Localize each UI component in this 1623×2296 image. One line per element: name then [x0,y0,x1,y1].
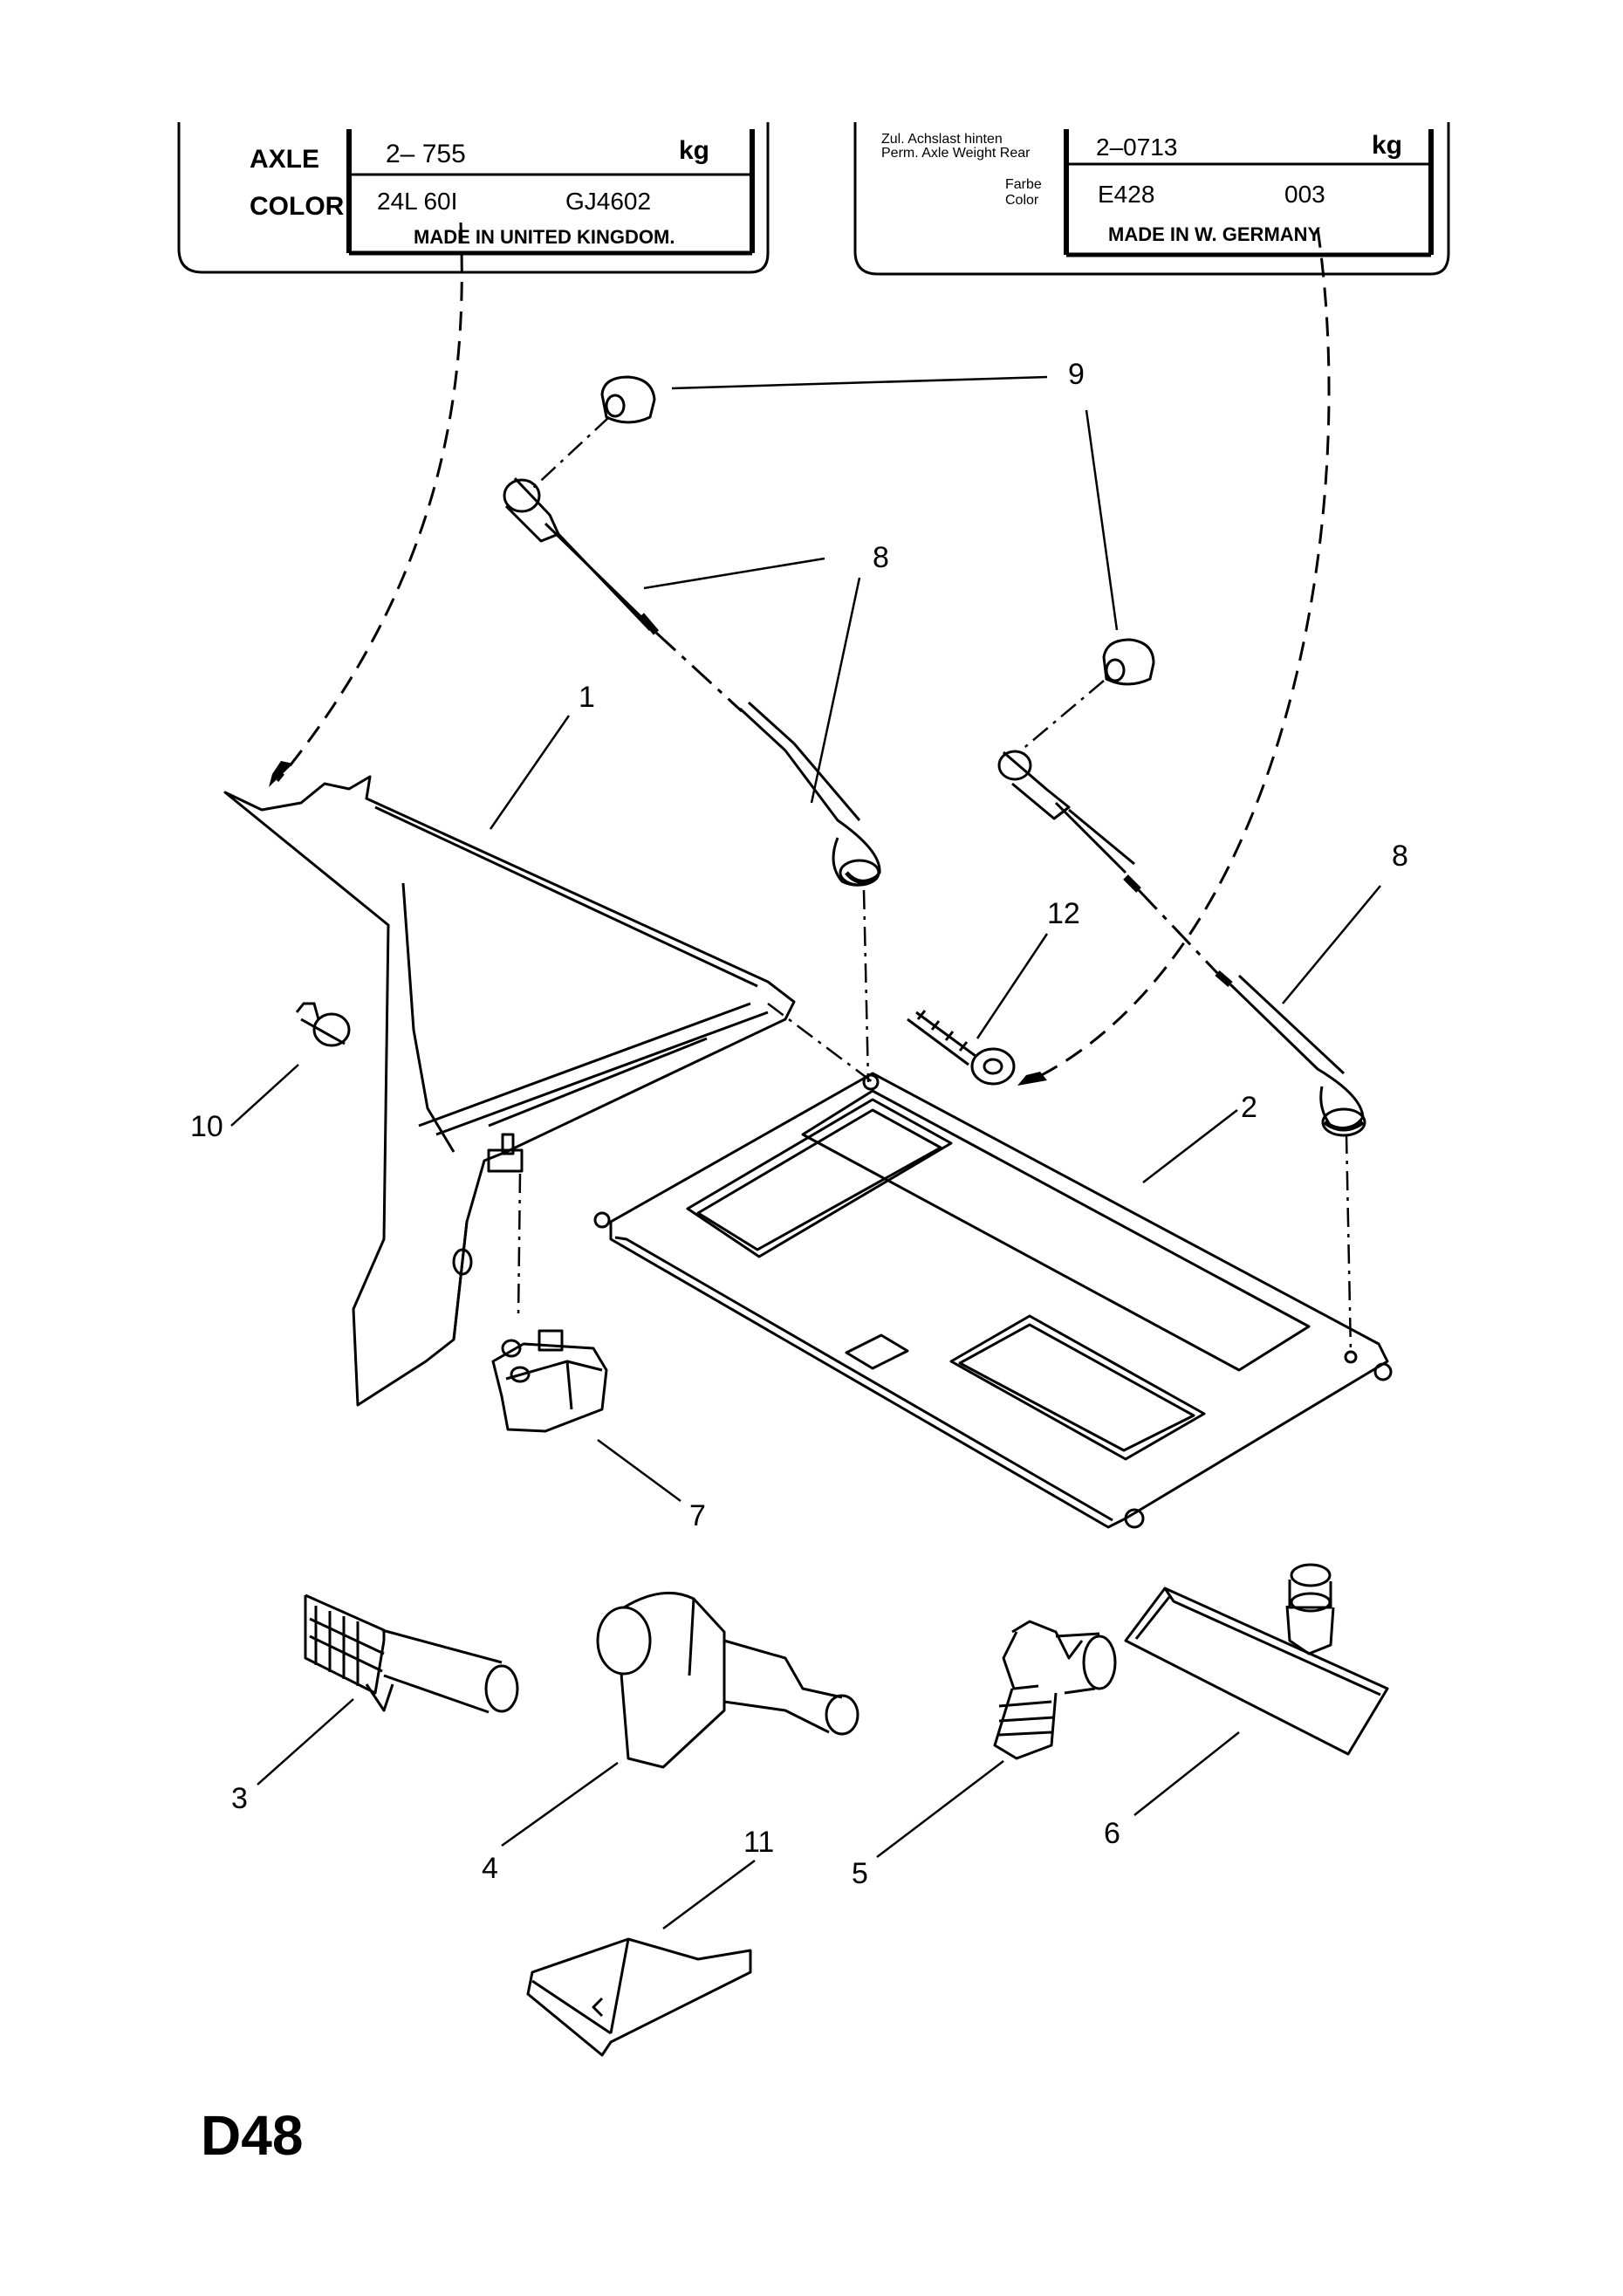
part-11-clamp-plate [526,1937,752,2057]
callout-4: 4 [482,1852,498,1885]
part-8-right-strap [997,750,1366,1137]
right-axle-title-line2: Perm. Axle Weight Rear [881,146,1031,161]
callout-leaders [230,375,1381,1930]
left-axle-label [177,122,770,274]
part-8-left-strap [503,476,881,887]
part-5-peg [993,1620,1117,1760]
part-9-right-cap [1102,638,1155,686]
callout-11: 11 [743,1826,774,1859]
callout-6: 6 [1104,1817,1120,1850]
left-color-title: COLOR [250,192,345,221]
part-7-bracket [491,1329,608,1433]
part-9-left-cap [600,375,656,424]
left-axle-value: 2– 755 [386,140,466,168]
callout-7: 7 [689,1499,706,1532]
leader-arrowheads [269,761,1047,1086]
callout-9: 9 [1068,358,1085,391]
assembly-lines [517,416,1352,1354]
right-origin: MADE IN W. GERMANY [1108,223,1321,245]
left-axle-unit: kg [679,136,709,165]
label-leader-lines [276,222,1331,1084]
callout-10: 10 [190,1110,223,1143]
right-axle-label [853,122,1450,276]
right-color-title-line1: Farbe [1005,177,1042,192]
callout-2: 2 [1241,1091,1257,1124]
left-origin: MADE IN UNITED KINGDOM. [414,226,675,248]
right-color-code1: E428 [1098,181,1154,208]
right-axle-unit: kg [1372,131,1402,160]
part-2-parcel-shelf [593,1072,1393,1529]
part-3-bush [304,1593,519,1714]
right-color-title-line2: Color [1005,193,1039,208]
callout-5: 5 [852,1857,868,1890]
right-axle-title-line1: Zul. Achslast hinten [881,132,1003,147]
left-color-code2: GJ4602 [565,188,651,215]
callout-8-top: 8 [873,541,889,574]
left-color-code1: 24L 60I [377,188,457,215]
page-code: D48 [201,2104,304,2167]
callout-12: 12 [1047,897,1080,930]
part-6-buffer-strip [1124,1563,1389,1756]
part-10-clip [295,1002,351,1047]
left-axle-title: AXLE [250,145,319,174]
part-1-side-trim-panel [223,775,796,1407]
callout-8-right: 8 [1392,840,1408,873]
right-axle-value: 2–0713 [1096,134,1177,161]
callout-3: 3 [231,1782,248,1815]
part-12-screw [907,1010,1016,1086]
callout-1: 1 [579,681,595,714]
part-4-support [596,1591,859,1769]
right-color-code2: 003 [1284,181,1325,208]
